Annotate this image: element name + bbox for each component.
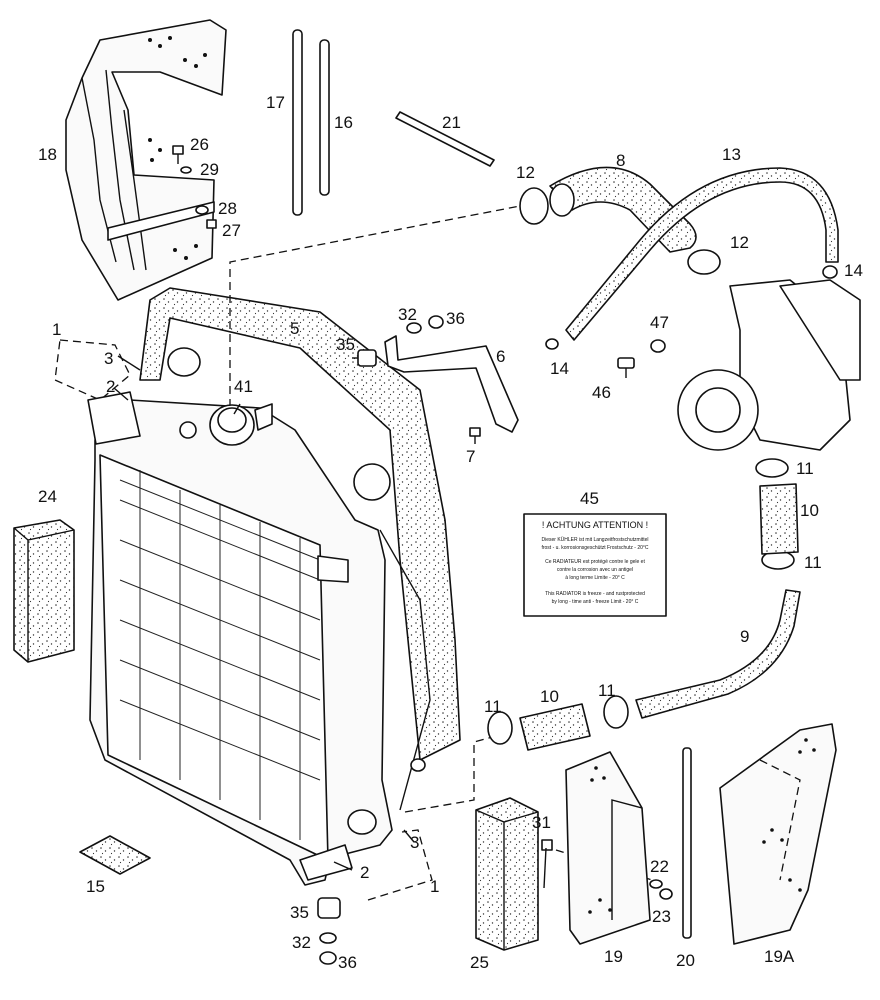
callout-12a: 12: [516, 163, 535, 182]
callout-17: 17: [266, 93, 285, 112]
callout-leaders: [113, 355, 547, 889]
callout-11c: 11: [484, 697, 502, 716]
stay-bar-6: [352, 315, 519, 444]
callout-28: 28: [218, 199, 237, 218]
decal-45: ! ACHTUNG ATTENTION ! Dieser KÜHLER ist …: [523, 513, 667, 617]
callout-41: 41: [234, 377, 253, 396]
callout-6: 6: [496, 347, 505, 366]
callout-7: 7: [466, 447, 475, 466]
rods-16-17-21: [292, 29, 495, 216]
callout-26: 26: [190, 135, 209, 154]
hose-clamps: [487, 187, 838, 745]
decal-en-line2: by long - time anti - freeze Limit - 20°…: [552, 599, 639, 605]
decal-de-line2: frost - u. korrosionsgeschützt Frostschu…: [541, 545, 648, 551]
callout-12b: 12: [730, 233, 749, 252]
foam-block-25: [475, 797, 539, 951]
callout-19a: 19A: [764, 947, 795, 966]
callout-32b: 32: [292, 933, 311, 952]
plate-19: [541, 751, 673, 945]
pad-15: [79, 835, 151, 875]
callout-25: 25: [470, 953, 489, 972]
callout-5: 5: [290, 319, 299, 338]
fittings-46-47: [617, 339, 666, 378]
callout-10b: 10: [540, 687, 559, 706]
callout-9: 9: [740, 627, 749, 646]
callout-46: 46: [592, 383, 611, 402]
pump-housing: [677, 279, 861, 451]
callout-15: 15: [86, 877, 105, 896]
callout-45: 45: [580, 489, 599, 508]
callout-23: 23: [652, 907, 671, 926]
callout-11b: 11: [804, 553, 822, 572]
hose-sleeve-10: [519, 483, 799, 751]
bracket-18: [65, 19, 227, 301]
callout-31: 31: [532, 813, 551, 832]
callout-19: 19: [604, 947, 623, 966]
decal-title: ! ACHTUNG ATTENTION !: [542, 520, 648, 530]
callout-24: 24: [38, 487, 57, 506]
callout-1b: 1: [430, 877, 439, 896]
callout-20: 20: [676, 951, 695, 970]
callout-8: 8: [616, 151, 625, 170]
callout-36a: 36: [446, 309, 465, 328]
callout-32a: 32: [398, 305, 417, 324]
callout-10a: 10: [800, 501, 819, 520]
callout-1a: 1: [52, 320, 61, 339]
callout-13: 13: [722, 145, 741, 164]
callout-35b: 35: [290, 903, 309, 922]
decal-de-line1: Dieser KÜHLER ist mit Langzeitfrostschut…: [542, 536, 649, 543]
callout-2a: 2: [106, 377, 115, 396]
callout-21: 21: [442, 113, 461, 132]
lower-hose-9: [635, 589, 801, 719]
callout-3a: 3: [104, 349, 113, 368]
callout-16: 16: [334, 113, 353, 132]
bolt-26-29-group: [172, 145, 217, 229]
callout-27: 27: [222, 221, 241, 240]
callout-18: 18: [38, 145, 57, 164]
callout-22: 22: [650, 857, 669, 876]
decal-en-line1: This RADIATOR is freeze - and rustprotec…: [545, 591, 645, 597]
callout-35a: 35: [336, 335, 355, 354]
rod-20: [682, 747, 692, 939]
radiator-core: [87, 391, 426, 886]
radiator-cap-41: [179, 403, 273, 446]
callout-labels: 18 17 16 21 26 29 28 27 12 8 13 12 14 5 …: [38, 93, 863, 972]
lower-mount-35: [317, 897, 341, 965]
callout-2b: 2: [360, 863, 369, 882]
callout-29: 29: [200, 160, 219, 179]
decal-fr-line2: contre la corrosion avec un antigel: [557, 567, 633, 573]
callout-14b: 14: [550, 359, 569, 378]
callout-11a: 11: [796, 459, 814, 478]
callout-11d: 11: [598, 681, 616, 700]
decal-fr-line1: Ce RADIATEUR est protégé contre le gele …: [545, 559, 645, 565]
bypass-hose-13: [565, 167, 839, 341]
foam-block-24: [13, 519, 75, 663]
callout-47: 47: [650, 313, 669, 332]
callout-14a: 14: [844, 261, 863, 280]
callout-36b: 36: [338, 953, 357, 972]
callout-3b: 3: [410, 833, 419, 852]
plate-19a: [719, 723, 837, 945]
decal-fr-line3: à long terme Limite - 20° C: [565, 575, 625, 581]
